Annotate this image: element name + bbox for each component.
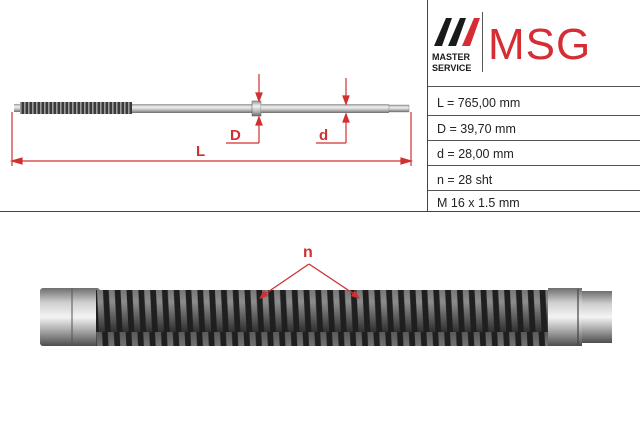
rack-thread-end (14, 104, 20, 112)
rack-collar (251, 100, 262, 117)
rack-tip (388, 104, 410, 113)
label-length: L (196, 143, 206, 160)
spec-divider (428, 115, 640, 116)
msg-wordmark: MSG (488, 20, 592, 69)
spec-length: L = 765,00 mm (437, 96, 521, 110)
closeup-shaft-end (582, 291, 612, 343)
rack-shaft (132, 104, 252, 113)
spec-diameter-small: d = 28,00 mm (437, 147, 514, 161)
closeup-shaft-left (40, 288, 100, 346)
label-diameter-small: d (319, 127, 329, 144)
spec-diameter-large: D = 39,70 mm (437, 122, 516, 136)
rack-teeth-closeup (40, 263, 612, 346)
header-vertical-divider (427, 0, 428, 212)
spec-divider (428, 86, 640, 87)
spec-teeth-count: n = 28 sht (437, 173, 493, 187)
logo-separator (482, 12, 483, 72)
spec-thread: M 16 x 1.5 mm (437, 196, 520, 210)
spec-divider (428, 165, 640, 166)
closeup-shaft-right (548, 288, 582, 346)
rack-dimension-drawing (9, 74, 414, 166)
closeup-teeth (96, 290, 550, 346)
label-diameter-large: D (230, 127, 241, 144)
logo-line-service: SERVICE (432, 63, 472, 73)
rack-teeth-section (20, 102, 132, 114)
spec-divider (428, 140, 640, 141)
rack-shaft-right (261, 104, 389, 113)
label-teeth-count: n (303, 244, 313, 261)
spec-divider (428, 190, 640, 191)
section-horizontal-divider (0, 211, 640, 212)
logo-line-master: MASTER (432, 52, 470, 62)
master-service-emblem-icon (434, 18, 480, 46)
brand-logo: MASTER SERVICE MSG (430, 8, 635, 78)
